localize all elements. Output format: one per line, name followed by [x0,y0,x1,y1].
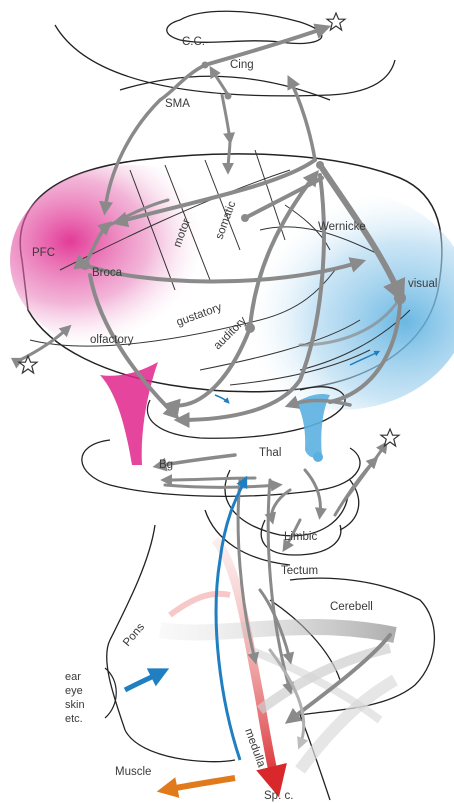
label-olfactory: olfactory [90,334,134,346]
label-thal: Thal [259,447,281,459]
star-icon [327,13,345,30]
pons-branch [170,594,230,615]
cerebellar-bands [160,627,395,770]
label-bg: Bg [159,459,173,471]
label-ear: ear [65,671,81,683]
label-pfc: PFC [32,247,55,259]
label-visual: visual [408,278,437,290]
medial-outlines [55,11,395,100]
label-broca: Broca [92,267,123,279]
label-eye: eye [65,685,83,697]
star-icon [381,429,399,446]
label-skin: skin [65,699,85,711]
label-cing: Cing [230,59,254,71]
label-muscle: Muscle [115,766,151,778]
label-wernicke: Wernicke [318,221,366,233]
muscle-arrow [165,778,235,790]
label-spc: Sp. c. [264,790,293,802]
descending-tract [215,540,276,785]
label-etc: etc. [65,713,83,725]
label-limbic: Limbic [284,531,317,543]
label-cerebell: Cerebell [330,601,373,613]
label-sma: SMA [165,98,190,110]
input-bracket [105,668,116,718]
label-cc: C.C. [182,36,205,48]
label-pons: Pons [121,621,147,649]
label-tectum: Tectum [281,565,318,577]
